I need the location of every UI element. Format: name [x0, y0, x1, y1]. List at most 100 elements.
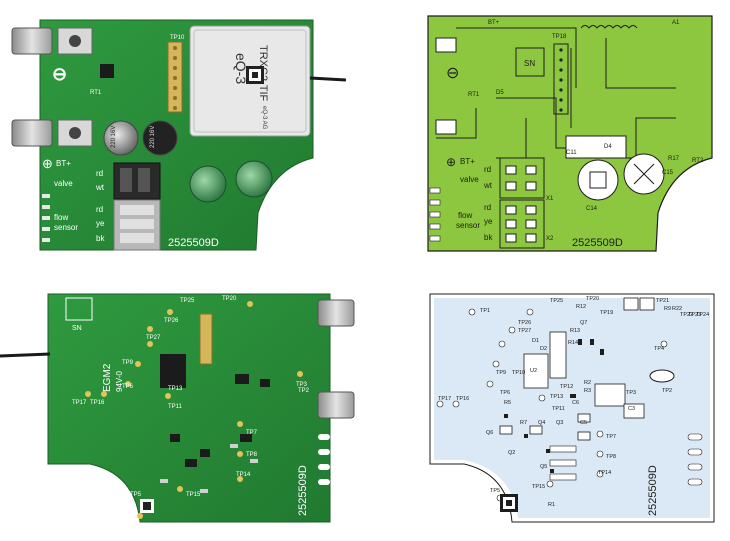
svg-text:TP14: TP14: [236, 472, 251, 478]
valve-label: valve: [54, 179, 73, 188]
svg-text:D1: D1: [532, 338, 539, 344]
svg-text:TP9: TP9: [496, 370, 506, 376]
svg-text:TP8: TP8: [246, 452, 258, 458]
svg-text:wt: wt: [483, 181, 493, 190]
battery-clip-top: [11, 27, 53, 55]
svg-text:rd: rd: [96, 169, 103, 178]
module-brand: eQ-3: [233, 53, 249, 84]
svg-text:Q6: Q6: [486, 430, 493, 436]
battery-clip-bottom: [11, 119, 53, 147]
svg-text:rd: rd: [484, 165, 491, 174]
serial-number: 2525509D: [168, 237, 219, 249]
svg-text:bk: bk: [96, 234, 105, 243]
svg-text:valve: valve: [460, 175, 479, 184]
svg-text:⊖: ⊖: [446, 65, 459, 82]
svg-text:SN: SN: [524, 59, 535, 68]
antenna-wire: [309, 76, 347, 82]
svg-text:ye: ye: [484, 217, 493, 226]
svg-text:⊕: ⊕: [42, 156, 53, 171]
bottom-board-layout-svg: TP1 TP25 TP20 TP21 R9 R22 TP22 TP23 TP24…: [429, 293, 715, 523]
svg-text:C15: C15: [662, 170, 674, 176]
svg-text:TP6: TP6: [500, 390, 510, 396]
bt-plus-label: BT+: [56, 159, 71, 168]
svg-text:wt: wt: [95, 183, 105, 192]
svg-text:TP3: TP3: [296, 382, 308, 388]
svg-text:C11: C11: [566, 150, 577, 156]
svg-text:D2: D2: [540, 346, 547, 352]
sn-box: [65, 297, 93, 321]
svg-text:Q2: Q2: [508, 450, 515, 456]
svg-text:RT1: RT1: [468, 92, 480, 98]
svg-text:TP14: TP14: [598, 470, 611, 476]
svg-text:TP22: TP22: [680, 312, 693, 318]
svg-text:TP27: TP27: [146, 335, 161, 341]
svg-text:TP15: TP15: [186, 492, 201, 498]
svg-text:C14: C14: [586, 206, 598, 212]
svg-text:BT+: BT+: [460, 157, 475, 166]
svg-text:TP7: TP7: [246, 430, 258, 436]
svg-text:ye: ye: [96, 219, 105, 228]
capacitor-3: [189, 165, 227, 203]
svg-text:TP18: TP18: [552, 34, 567, 40]
svg-text:TP20: TP20: [586, 296, 599, 302]
svg-text:EGM2: EGM2: [102, 363, 113, 392]
svg-text:R22: R22: [672, 306, 682, 312]
svg-text:C5: C5: [580, 420, 587, 426]
capacitor-2: [142, 120, 178, 156]
svg-text:SN: SN: [72, 325, 82, 332]
svg-text:TP20: TP20: [222, 296, 237, 302]
svg-text:D4: D4: [604, 144, 612, 150]
layout-serial-top: 2525509D: [572, 237, 623, 249]
svg-text:TP11: TP11: [168, 404, 183, 410]
svg-text:D5: D5: [496, 90, 504, 96]
capacitor-4: [235, 160, 273, 198]
svg-text:TP13: TP13: [550, 394, 563, 400]
svg-text:R1: R1: [548, 502, 555, 508]
svg-text:rd: rd: [96, 205, 103, 214]
svg-text:Q3: Q3: [556, 420, 563, 426]
svg-text:TP4: TP4: [654, 346, 664, 352]
top-board-layout-svg: BT+ A1 TP18 SN RT1 D5 C11 D4 R17 RT2 C15…: [427, 15, 713, 252]
module-addr1: eQ-3 AG: [261, 106, 267, 130]
svg-text:R9: R9: [664, 306, 671, 312]
svg-text:TP5: TP5: [490, 488, 500, 494]
svg-text:TP19: TP19: [600, 310, 613, 316]
svg-text:TP21: TP21: [656, 298, 669, 304]
svg-text:sensor: sensor: [54, 223, 78, 232]
svg-text:TP13: TP13: [168, 386, 183, 392]
svg-text:TP1: TP1: [480, 308, 490, 314]
svg-text:TP25: TP25: [550, 298, 563, 304]
layout-serial-bottom: 2525509D: [647, 465, 659, 516]
layout-cap-c14: [577, 159, 619, 201]
svg-text:Q5: Q5: [540, 464, 547, 470]
svg-text:TP11: TP11: [552, 406, 565, 412]
svg-text:X2: X2: [546, 236, 554, 242]
svg-text:R5: R5: [504, 400, 511, 406]
svg-text:TP17: TP17: [438, 396, 451, 402]
svg-text:94V-0: 94V-0: [115, 371, 124, 392]
svg-text:TP3: TP3: [626, 390, 636, 396]
svg-text:Q7: Q7: [580, 320, 587, 326]
svg-text:flow: flow: [54, 213, 68, 222]
svg-text:TP6: TP6: [122, 384, 134, 390]
svg-text:TP2: TP2: [662, 388, 672, 394]
svg-text:TP12: TP12: [560, 384, 573, 390]
svg-text:Q4: Q4: [538, 420, 545, 426]
svg-text:TP15: TP15: [532, 484, 545, 490]
svg-text:TP9: TP9: [122, 360, 134, 366]
svg-text:220 16V: 220 16V: [111, 126, 117, 148]
svg-text:R3: R3: [584, 388, 591, 394]
svg-text:R7: R7: [520, 420, 527, 426]
layout-x1: [499, 157, 545, 199]
svg-text:TP16: TP16: [90, 400, 105, 406]
svg-text:R12: R12: [576, 304, 586, 310]
tp10-label: TP10: [170, 35, 185, 41]
svg-text:2525509D: 2525509D: [297, 465, 309, 516]
rt1-label: RT1: [90, 90, 102, 96]
top-board-photo: ⊖ TRXC2-TIF eQ-3 eQ-3 AG TP10 RT1 220 16…: [8, 8, 348, 258]
svg-text:X1: X1: [546, 196, 554, 202]
svg-text:⊖: ⊖: [52, 64, 67, 84]
svg-text:RT2: RT2: [692, 158, 704, 164]
svg-text:flow: flow: [458, 211, 472, 220]
svg-text:TP10: TP10: [512, 370, 525, 376]
